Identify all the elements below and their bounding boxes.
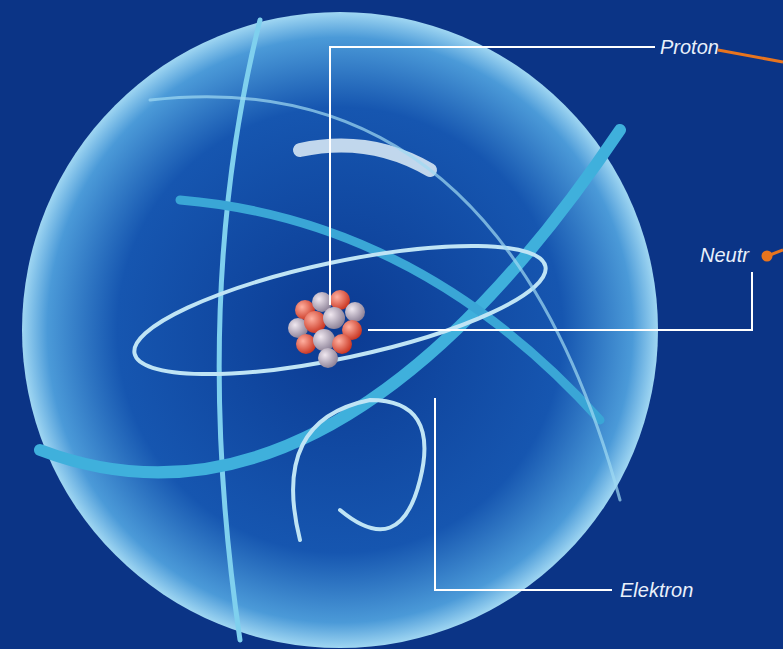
leader-lines [330, 47, 752, 590]
part-label: Elektron [620, 578, 693, 602]
nucleus [288, 290, 365, 368]
part-label: Proton [660, 35, 719, 59]
orange-pointers [718, 50, 783, 260]
part-label: Neutr [700, 243, 749, 267]
